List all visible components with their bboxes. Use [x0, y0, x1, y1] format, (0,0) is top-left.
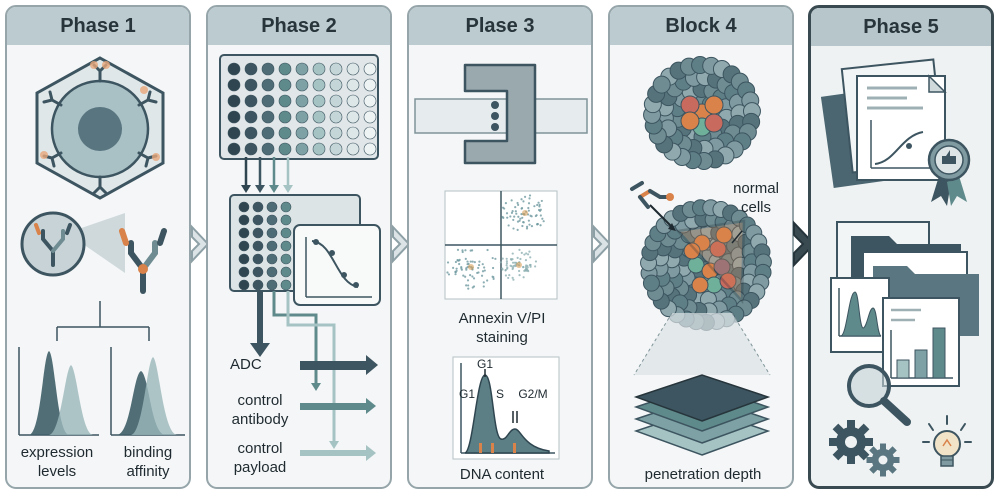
normal-cells-label: normal cells	[733, 180, 779, 216]
phase-4-title: Block 4	[610, 7, 792, 45]
binding-histogram	[110, 347, 185, 436]
orange-markers	[479, 443, 516, 453]
phase-2-title: Phase 2	[208, 7, 390, 45]
scatter-dots	[446, 194, 545, 290]
phase-5-illustration	[820, 58, 979, 477]
gear-icon	[829, 420, 873, 464]
receptor-highlights	[40, 61, 160, 161]
projection-cone	[634, 313, 770, 375]
dose-response-curve	[305, 237, 372, 298]
top-plate-wells	[227, 62, 377, 156]
phase-1-illustration	[18, 56, 185, 436]
expression-histogram	[18, 347, 99, 436]
split-bracket	[56, 301, 150, 341]
phase-5-title: Phase 5	[811, 8, 991, 46]
large-antibody-icon	[119, 228, 167, 294]
control-payload-label: control payload	[233, 440, 287, 476]
treatment-branches	[250, 291, 339, 449]
transfer-arrows	[241, 157, 293, 193]
phase-5-panel: Phase 5	[808, 5, 994, 489]
binding-affinity-label: binding affinity	[123, 444, 173, 480]
phase-4-illustration	[630, 56, 772, 456]
gear-icon	[866, 443, 900, 477]
spheroid-section	[640, 199, 772, 331]
light-bulb-icon	[922, 415, 972, 467]
control-antibody-label: control antibody	[231, 392, 289, 428]
small-antibody-icon	[34, 223, 72, 267]
dna-content-label: DNA content	[459, 466, 545, 483]
g1-top-label: G1	[476, 357, 493, 371]
phase-1-panel: Phase 1	[5, 5, 191, 489]
dna-histogram-curve	[464, 374, 550, 454]
zoom-cone	[67, 213, 125, 273]
phase-4-panel: Block 4	[608, 5, 794, 489]
adc-label: ADC	[230, 356, 262, 373]
chart-documents-icon	[830, 277, 960, 387]
control-antibody-arrow	[300, 398, 376, 414]
report-documents-icon	[820, 58, 947, 189]
bottom-plate-wells	[238, 201, 292, 291]
spheroid-cut-section	[675, 219, 746, 305]
control-payload-arrow	[300, 445, 376, 461]
pointer-line	[649, 204, 673, 228]
phase-1-title: Phase 1	[7, 7, 189, 45]
spheroid-top	[643, 56, 761, 170]
phase-3-panel: Plase 3	[407, 5, 593, 489]
phase-3-title: Plase 3	[409, 7, 591, 45]
flow-cells	[491, 101, 499, 131]
penetration-layers	[633, 374, 771, 456]
annexin-label: Annexin V/PI staining	[458, 310, 546, 346]
approval-badge-icon	[927, 138, 971, 206]
s-phase-label: S	[495, 387, 504, 401]
normal-cells-pointer	[731, 230, 743, 244]
penetration-depth-label: penetration depth	[644, 466, 762, 483]
flow-channel	[414, 98, 588, 134]
cell-nucleus	[78, 107, 122, 151]
phase-2-illustration	[219, 54, 381, 461]
phase-3-illustration	[414, 63, 588, 460]
flow-cytometer-icon	[463, 63, 537, 165]
g2m-label: G2/M	[518, 387, 548, 401]
receptor-icons	[42, 63, 158, 195]
adc-arrow	[300, 355, 378, 375]
g1-label: G1	[458, 387, 475, 401]
magnifier-icon	[847, 364, 911, 426]
adc-antibody-icon	[630, 181, 674, 209]
phase-2-panel: Phase 2	[206, 5, 392, 489]
expression-levels-label: expression levels	[20, 444, 94, 480]
